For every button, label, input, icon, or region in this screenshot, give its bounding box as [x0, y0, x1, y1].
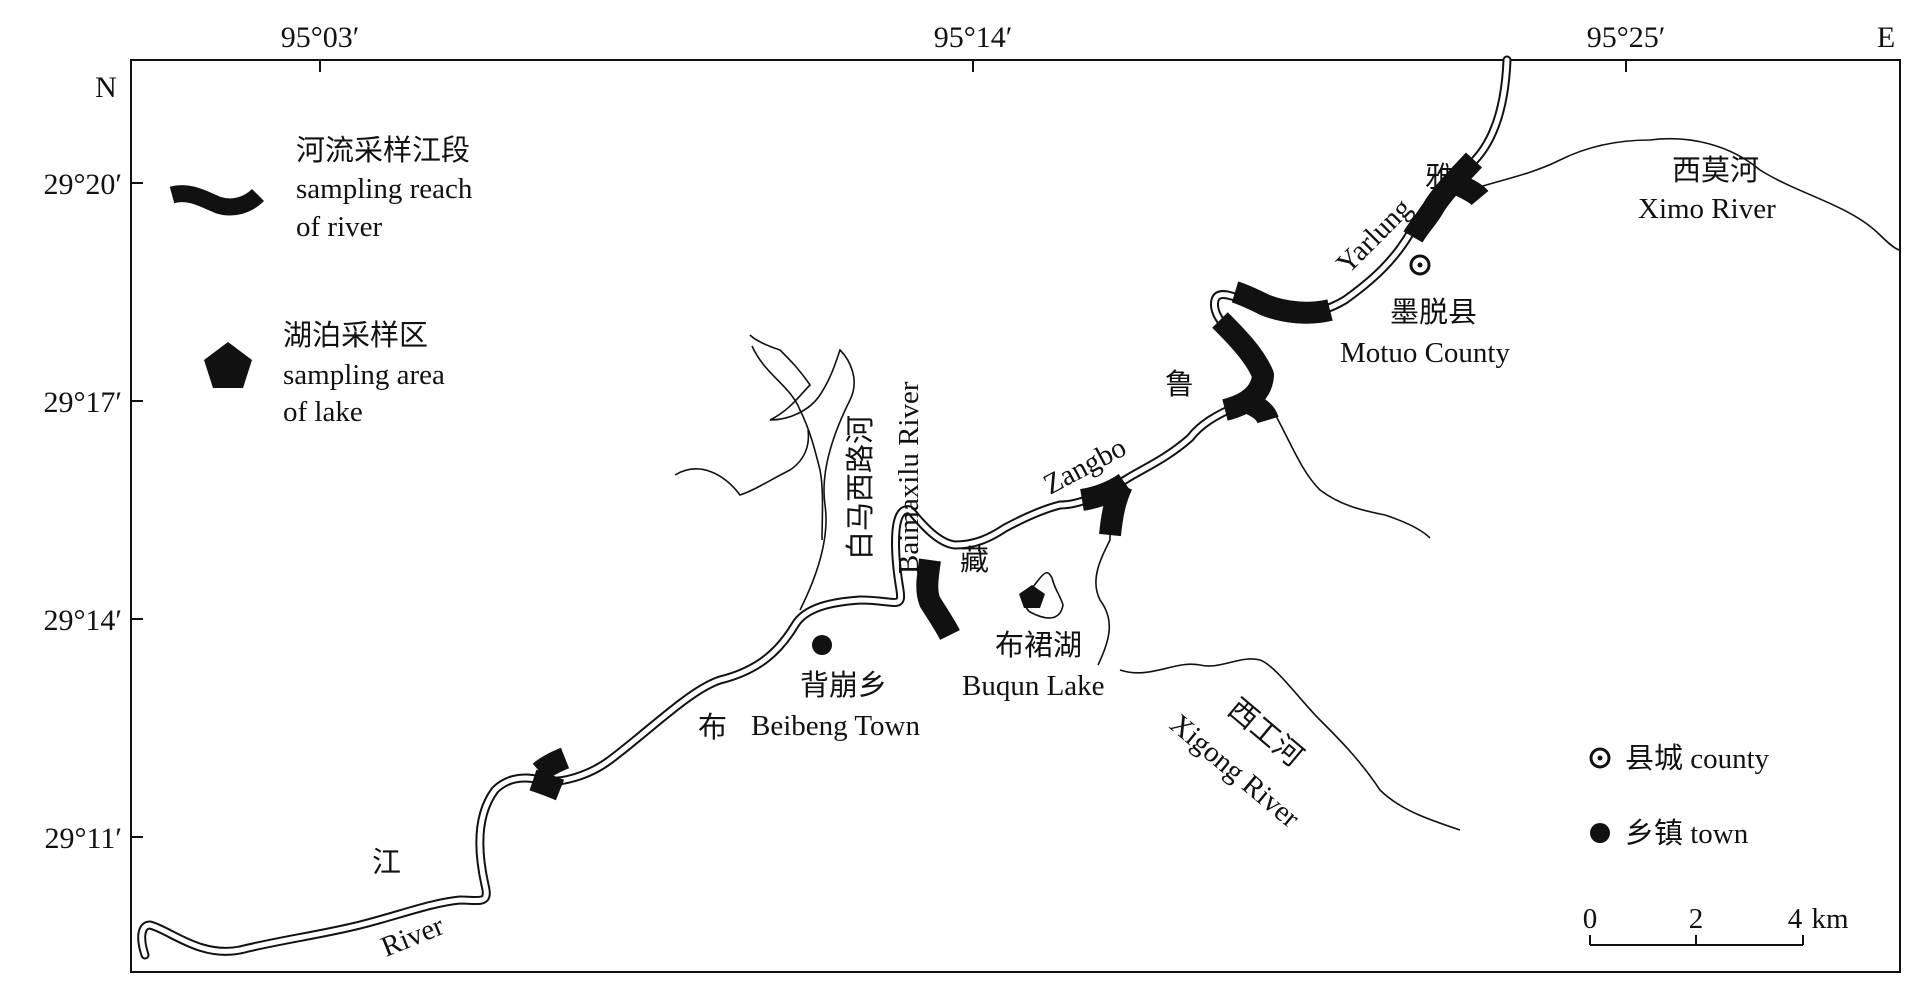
legend-county-dot: [1597, 755, 1603, 761]
legend-river-reach-icon: [169, 185, 265, 216]
label-motuo-en: Motuo County: [1340, 337, 1510, 369]
legend-lake-pentagon-icon: [204, 342, 252, 388]
left-tick-label: 29°14′: [43, 604, 122, 637]
label-zang: 藏: [960, 544, 989, 577]
label-beibeng-en: Beibeng Town: [751, 710, 921, 742]
legend-county-label: 县城 county: [1625, 742, 1770, 775]
scale-label-0: 0: [1583, 903, 1598, 935]
baimaxilu-upper: [751, 345, 824, 541]
legend-county-symbol-icon: [1589, 747, 1611, 769]
label-baimaxilu-en: Baimaxilu River: [893, 381, 925, 574]
label-lu: 鲁: [1165, 368, 1194, 401]
label-motuo-cn: 墨脱县: [1390, 296, 1477, 329]
map-frame: [130, 59, 1901, 973]
top-tick-label: 95°14′: [934, 21, 1013, 54]
legend-reach-line2: sampling reach: [296, 173, 473, 205]
label-baimaxilu-cn: 白马西路河: [844, 415, 877, 560]
label-buqun-en: Buqun Lake: [962, 670, 1105, 702]
label-ya: 雅: [1425, 161, 1454, 194]
baimaxilu-river-line: [749, 334, 855, 611]
legend-lake-line3: of lake: [283, 396, 363, 428]
legend-reach-line3: of river: [296, 211, 382, 243]
reach-segment: [916, 558, 960, 641]
reach-segment: [1450, 173, 1489, 206]
scale-bar: [1589, 935, 1804, 946]
ximo-river-line: [1469, 137, 1901, 251]
east-stream: [1269, 404, 1431, 539]
reach-segment: [1079, 473, 1132, 511]
beibeng-town-symbol-icon: [812, 635, 832, 655]
east-label: E: [1877, 21, 1895, 54]
tributaries: [674, 137, 1901, 831]
motuo-county-symbol-icon: [1409, 254, 1431, 276]
xigong-river-line: [1119, 658, 1461, 831]
left-tick-label: 29°20′: [43, 168, 122, 201]
label-bu: 布: [698, 711, 727, 744]
top-tick-label: 95°25′: [1587, 21, 1666, 54]
scale-label-2: 2: [1689, 903, 1704, 935]
lake-sampling-pentagon-icon: [1019, 585, 1045, 608]
left-tick-label: 29°17′: [43, 386, 122, 419]
legend-town-label: 乡镇 town: [1625, 817, 1749, 850]
label-buqun-cn: 布裙湖: [995, 629, 1082, 662]
legend-reach-line1: 河流采样江段: [296, 134, 470, 167]
reach-segment: [1403, 152, 1483, 243]
sampling-reaches: [529, 152, 1489, 801]
legend-lake-line1: 湖泊采样区: [283, 319, 428, 352]
label-jiang: 江: [372, 847, 401, 879]
reach-segment: [532, 747, 570, 781]
baimaxilu-branch: [674, 429, 810, 496]
label-ximo-en: Ximo River: [1638, 193, 1776, 225]
label-beibeng-cn: 背崩乡: [800, 669, 887, 702]
north-label: N: [95, 71, 117, 104]
reach-segment: [1236, 389, 1279, 425]
motuo-county-dot: [1417, 262, 1423, 268]
legend-town-symbol-icon: [1590, 823, 1610, 843]
reach-segment: [1099, 480, 1133, 537]
left-tick-label: 29°11′: [45, 822, 122, 855]
reach-segment: [1231, 281, 1333, 324]
reach-segment: [529, 769, 565, 801]
legend-lake-line2: sampling area: [283, 359, 445, 391]
scale-label-4: 4: [1788, 903, 1803, 935]
scale-unit: km: [1811, 903, 1849, 935]
label-ximo-cn: 西莫河: [1672, 154, 1759, 187]
tick-marks: [131, 60, 1627, 838]
top-tick-label: 95°03′: [281, 21, 360, 54]
